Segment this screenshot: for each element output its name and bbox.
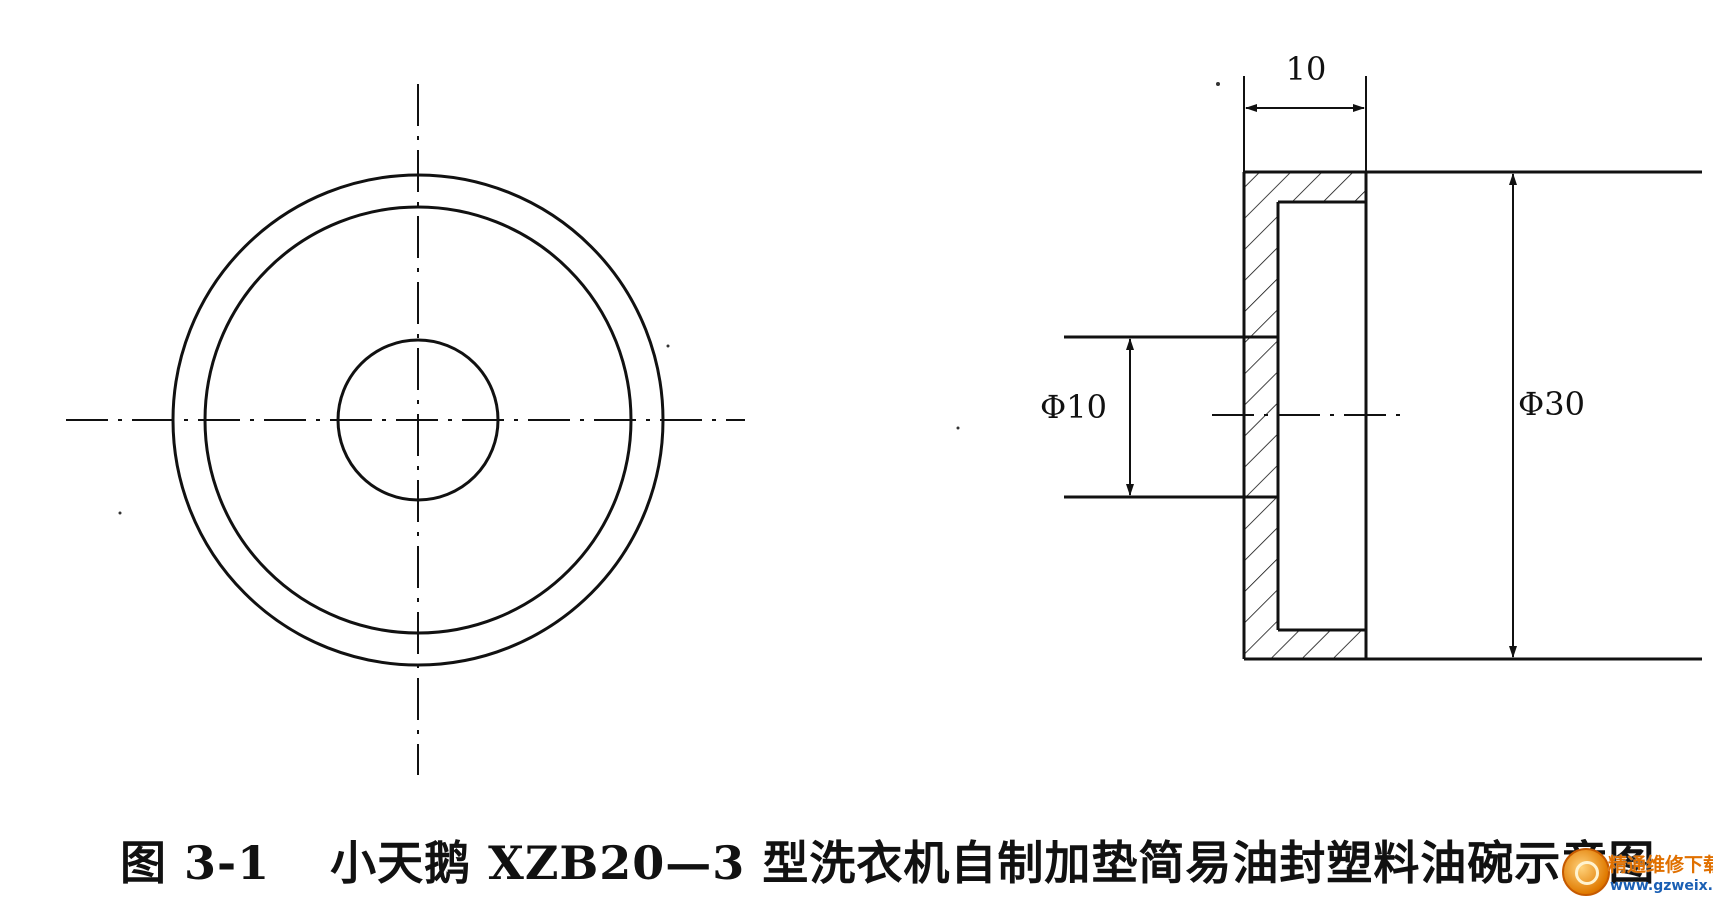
hatched-section xyxy=(1244,172,1366,659)
watermark-logo-icon xyxy=(1562,848,1610,896)
scan-specks xyxy=(118,82,1220,515)
section-view: 10 Φ10 Φ30 xyxy=(1040,50,1702,661)
figure-caption: 图 3-1 小天鹅 XZB20—3 型洗衣机自制加垫简易油封塑料油碗示意图 xyxy=(120,825,1655,895)
watermark-url: www.gzweix.com xyxy=(1610,878,1713,894)
dimension-inner-diameter-label: Φ10 xyxy=(1040,388,1107,426)
dimension-width-label: 10 xyxy=(1286,50,1327,88)
watermark-text: 精通维修下载 xyxy=(1608,854,1713,876)
front-view xyxy=(66,84,745,775)
figure-number: 图 3-1 xyxy=(120,836,271,890)
dimension-width xyxy=(1243,76,1367,172)
figure-title: 小天鹅 XZB20—3 型洗衣机自制加垫简易油封塑料油碗示意图 xyxy=(330,836,1656,890)
site-watermark: 精通维修下载 www.gzweix.com xyxy=(1562,842,1713,902)
dimension-outer-diameter-label: Φ30 xyxy=(1518,385,1585,423)
